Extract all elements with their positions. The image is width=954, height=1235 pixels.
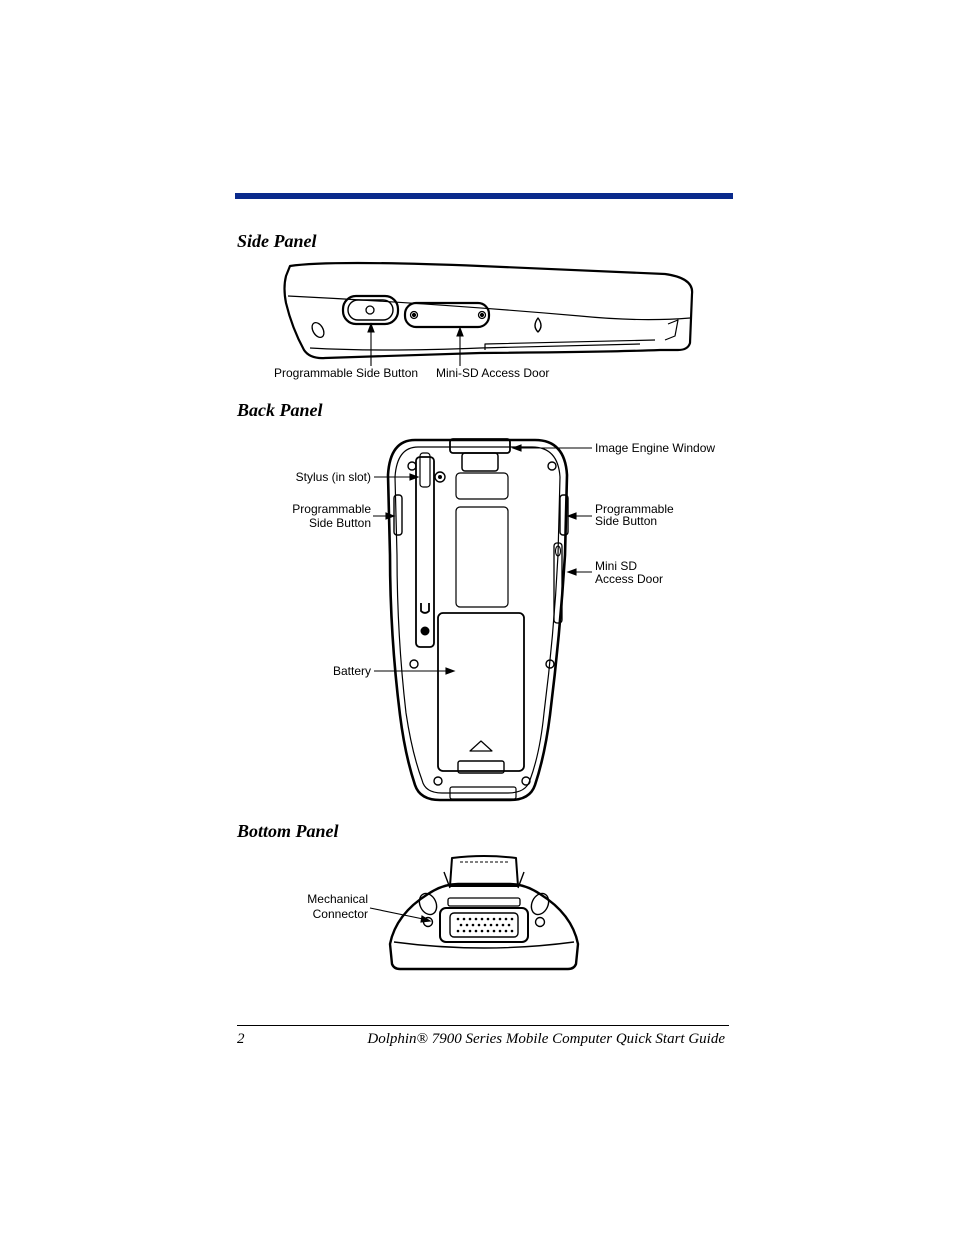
- header-rule: [235, 193, 733, 199]
- bottom-panel-title: Bottom Panel: [237, 821, 339, 841]
- mechanical-connector-label-line2: Connector: [312, 907, 368, 921]
- side-button-label: Programmable Side Button: [274, 366, 419, 380]
- mini-sd-label-line1: Mini SD: [595, 559, 638, 573]
- battery-label: Battery: [332, 664, 371, 678]
- footer-rule: [237, 1025, 729, 1026]
- right-side-button-label-line1: Programmable: [595, 502, 674, 516]
- left-side-button-label-line2: Side Button: [308, 516, 371, 530]
- back-panel-illustration: [373, 438, 592, 802]
- bottom-panel-illustration: [369, 855, 580, 971]
- back-panel-title: Back Panel: [237, 400, 323, 420]
- page-number: 2: [237, 1031, 245, 1047]
- left-side-button-label-line1: Programmable: [292, 502, 371, 516]
- right-side-button-label-line2: Side Button: [595, 514, 658, 528]
- image-engine-window-label: Image Engine Window: [595, 441, 716, 455]
- guide-title: Dolphin® 7900 Series Mobile Computer Qui…: [367, 1031, 725, 1047]
- mini-sd-door-label: Mini-SD Access Door: [436, 366, 550, 380]
- mechanical-connector-label-line1: Mechanical: [307, 892, 368, 906]
- side-panel-title: Side Panel: [237, 231, 317, 251]
- stylus-label: Stylus (in slot): [295, 470, 371, 484]
- side-panel-illustration: [283, 261, 694, 366]
- mini-sd-label-line2: Access Door: [595, 572, 664, 586]
